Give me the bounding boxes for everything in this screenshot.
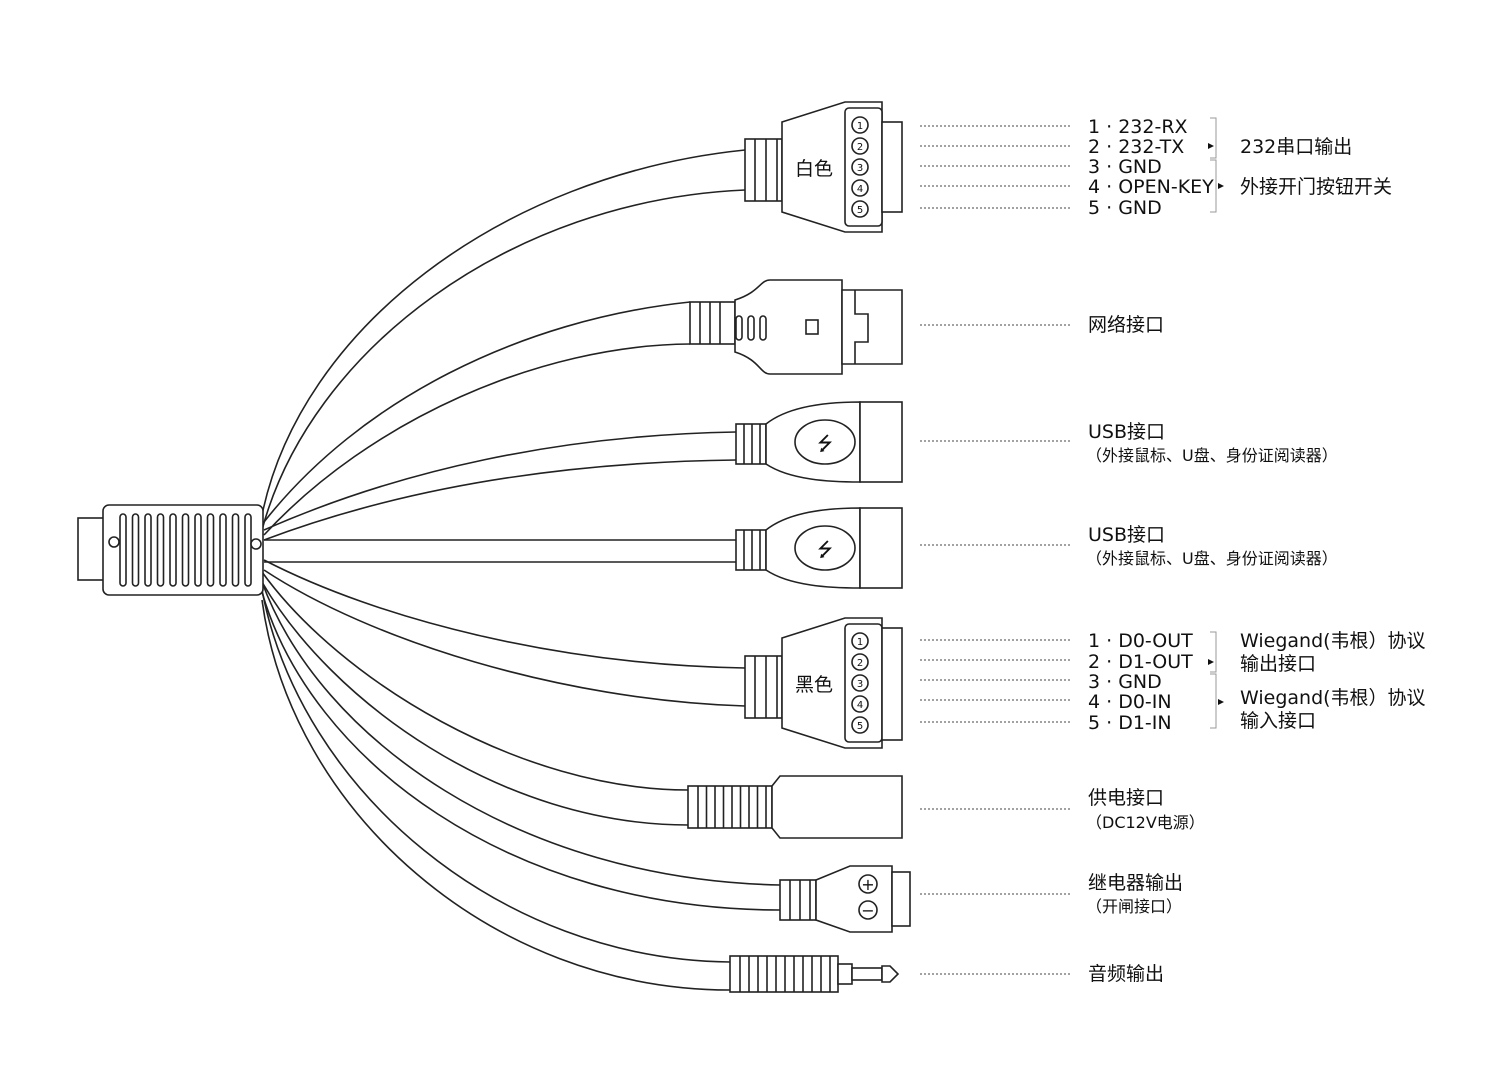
white-group-serial-label: 232串口输出 bbox=[1240, 136, 1352, 158]
black-group-out-line1: Wiegand(韦根）协议 bbox=[1240, 630, 1426, 652]
audio-label: 音频输出 bbox=[1088, 963, 1164, 985]
black-pin-5-label: 5 · D1-IN bbox=[1088, 712, 1172, 734]
white-pin-4-label: 4 · OPEN-KEY bbox=[1088, 176, 1214, 198]
relay-connector: + − bbox=[779, 865, 911, 933]
usb2-sub-label: （外接鼠标、U盘、身份证阅读器） bbox=[1086, 549, 1338, 568]
black-group-out-line2: 输出接口 bbox=[1240, 653, 1316, 675]
housing-slot bbox=[131, 513, 140, 587]
black-group-in-line1: Wiegand(韦根）协议 bbox=[1240, 687, 1426, 709]
housing-slot bbox=[219, 513, 227, 587]
housing-slot bbox=[244, 513, 252, 587]
housing-slot bbox=[169, 513, 177, 587]
pin-circle bbox=[851, 200, 869, 218]
pin-number: 3 bbox=[857, 163, 863, 174]
usb1-sub-label: （外接鼠标、U盘、身份证阅读器） bbox=[1086, 446, 1338, 465]
pin-circle bbox=[851, 674, 869, 692]
housing-slot bbox=[194, 513, 202, 587]
black-connector-label: 黑色 bbox=[795, 674, 833, 696]
relay-label: 继电器输出 bbox=[1088, 872, 1183, 894]
pin-number: 1 bbox=[857, 121, 863, 132]
usb1-label: USB接口 bbox=[1088, 421, 1165, 443]
power-connector bbox=[687, 775, 903, 839]
pin-number: 1 bbox=[857, 637, 863, 648]
white-group-key-label: 外接开门按钮开关 bbox=[1240, 176, 1392, 198]
pin-circle bbox=[851, 158, 869, 176]
white-pin-labels: 1 · 232-RX 2 · 232-TX 3 · GND 4 · OPEN-K… bbox=[1088, 116, 1392, 219]
pin-circle bbox=[851, 632, 869, 650]
black-pin-4-label: 4 · D0-IN bbox=[1088, 691, 1172, 713]
black-pin-3-label: 3 · GND bbox=[1088, 671, 1162, 693]
leader-lines bbox=[920, 125, 1072, 975]
cable-bundle bbox=[261, 149, 781, 991]
black-connector: 黑色 1 2 3 4 5 bbox=[744, 617, 903, 749]
relay-plus-symbol: + bbox=[861, 875, 874, 894]
pin-circle bbox=[851, 116, 869, 134]
white-connector: 白色 1 2 3 4 5 bbox=[744, 101, 903, 233]
pin-circle bbox=[851, 137, 869, 155]
pin-circle bbox=[851, 695, 869, 713]
housing-slot bbox=[119, 513, 127, 587]
white-pin-1-label: 1 · 232-RX bbox=[1088, 116, 1188, 138]
housing-slot bbox=[206, 513, 215, 587]
arrow-icon bbox=[1208, 659, 1214, 665]
arrow-icon bbox=[1218, 699, 1224, 705]
power-sub-label: （DC12V电源） bbox=[1086, 813, 1205, 832]
pin-number: 4 bbox=[857, 700, 863, 711]
usb-connector-1: ⭍ bbox=[735, 401, 903, 483]
pin-number: 4 bbox=[857, 184, 863, 195]
usb-icon: ⭍ bbox=[817, 539, 833, 561]
housing-slot bbox=[231, 513, 240, 587]
pin-circle bbox=[851, 716, 869, 734]
pin-number: 5 bbox=[857, 721, 863, 732]
housing-slot bbox=[181, 513, 190, 587]
network-label: 网络接口 bbox=[1088, 314, 1164, 336]
white-pin-2-label: 2 · 232-TX bbox=[1088, 136, 1184, 158]
usb2-label: USB接口 bbox=[1088, 524, 1165, 546]
audio-connector bbox=[729, 955, 900, 993]
pin-number: 3 bbox=[857, 679, 863, 690]
arrow-icon bbox=[1218, 183, 1224, 189]
usb-icon: ⭍ bbox=[817, 433, 833, 455]
main-connector-housing bbox=[77, 504, 264, 596]
power-label: 供电接口 bbox=[1088, 787, 1164, 809]
usb-connector-2: ⭍ bbox=[735, 507, 903, 589]
pin-number: 2 bbox=[857, 658, 863, 669]
black-pin-2-label: 2 · D1-OUT bbox=[1088, 651, 1193, 673]
white-connector-label: 白色 bbox=[795, 158, 833, 180]
white-pin-3-label: 3 · GND bbox=[1088, 156, 1162, 178]
black-pin-1-label: 1 · D0-OUT bbox=[1088, 630, 1193, 652]
pin-number: 5 bbox=[857, 205, 863, 216]
relay-minus-symbol: − bbox=[861, 901, 874, 920]
housing-slot bbox=[156, 513, 165, 587]
network-connector bbox=[689, 279, 903, 375]
relay-sub-label: （开闸接口） bbox=[1086, 897, 1182, 916]
pin-circle bbox=[851, 179, 869, 197]
pin-circle bbox=[851, 653, 869, 671]
housing-slot bbox=[144, 513, 152, 587]
black-pin-labels: 1 · D0-OUT 2 · D1-OUT 3 · GND 4 · D0-IN … bbox=[1088, 630, 1426, 734]
pin-number: 2 bbox=[857, 142, 863, 153]
white-pin-5-label: 5 · GND bbox=[1088, 197, 1162, 219]
arrow-icon bbox=[1208, 143, 1214, 149]
black-group-in-line2: 输入接口 bbox=[1240, 710, 1316, 732]
